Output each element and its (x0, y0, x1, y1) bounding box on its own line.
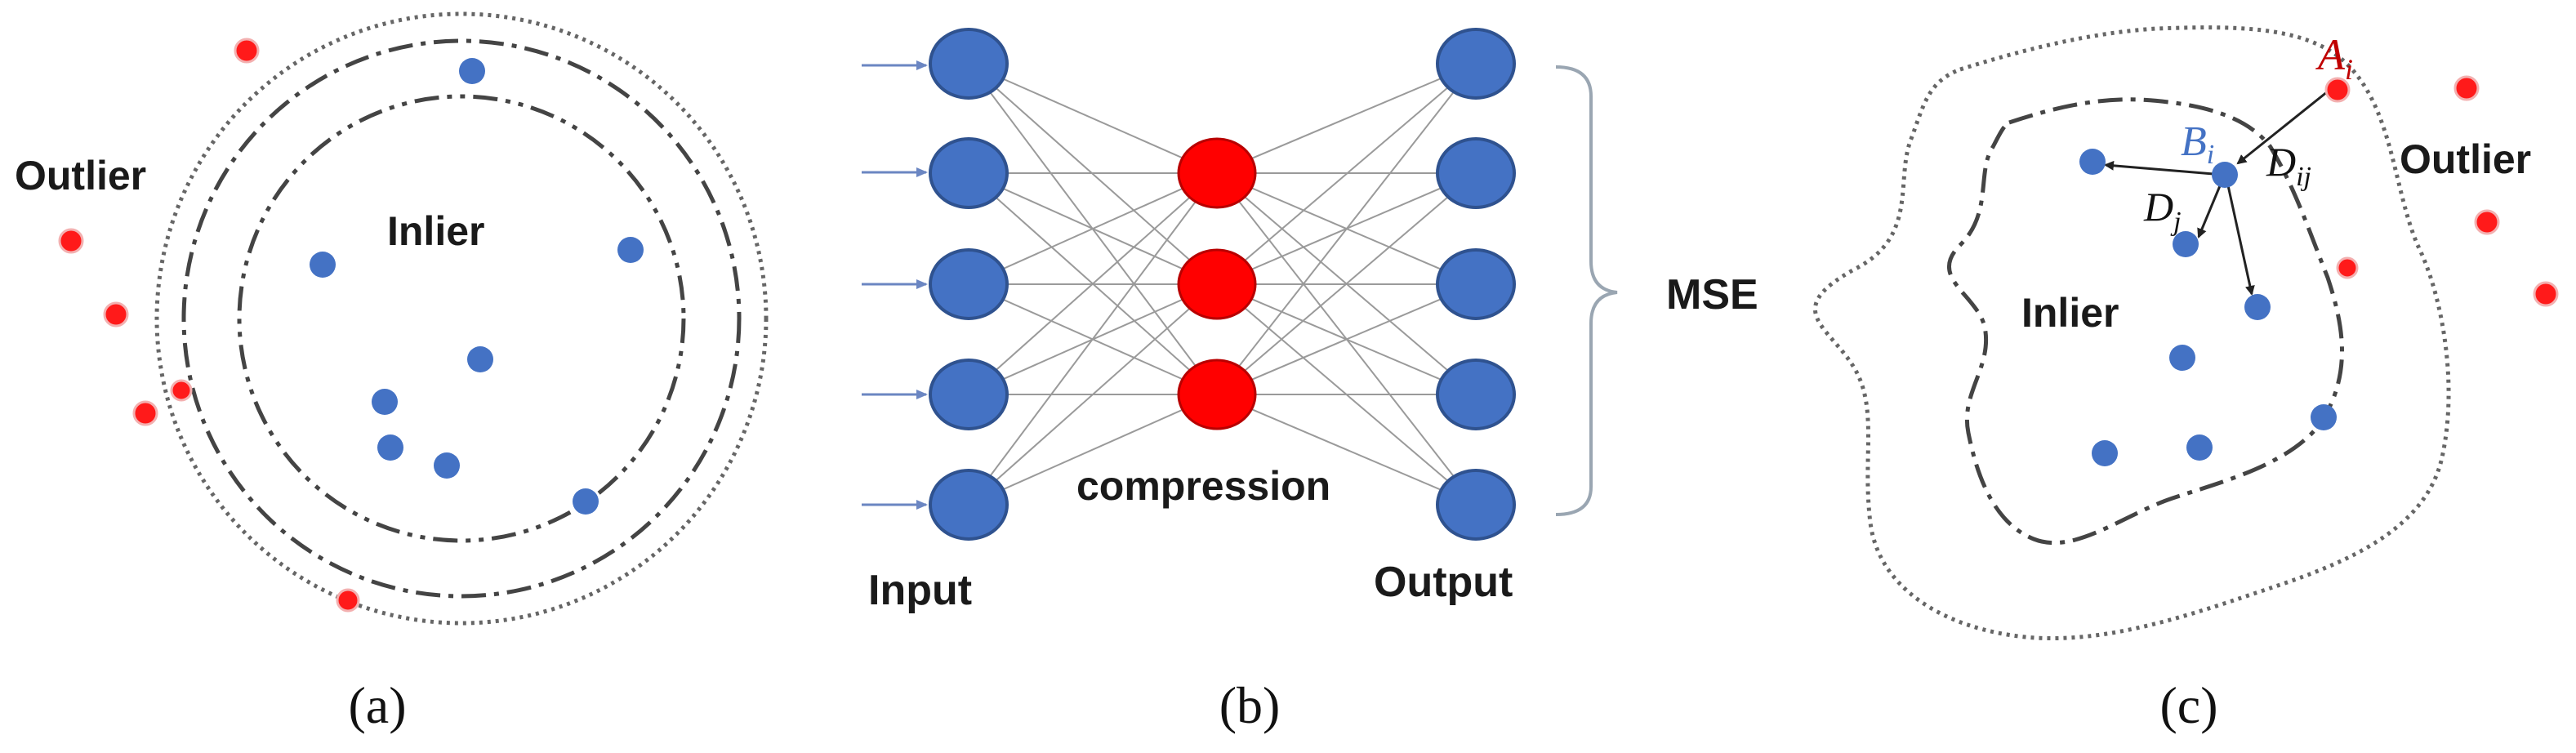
output-node (1436, 359, 1516, 430)
arrow-b-to-left (2104, 160, 2224, 176)
compression-node (1177, 359, 1257, 430)
mse-brace (1555, 65, 1618, 516)
panel-a: Outlier Inlier (a) (15, 11, 769, 734)
output-node (1436, 28, 1516, 100)
inner-boundary-blob (1946, 97, 2344, 546)
inlier-point (377, 434, 403, 461)
distance-ij-subscript: ij (2296, 162, 2311, 192)
output-node (1436, 248, 1516, 320)
network-edge (1216, 172, 1477, 395)
outlier-point (336, 588, 360, 613)
inlier-point (310, 252, 336, 278)
panel-c-caption: (c) (2159, 676, 2217, 734)
point-b-label: Bi (2181, 118, 2214, 170)
network-edge (1216, 283, 1477, 395)
distance-j-letter: D (2143, 184, 2173, 229)
network-edge (1216, 63, 1477, 395)
input-node (929, 137, 1009, 209)
output-layer (1436, 28, 1516, 541)
outer-boundary-ring (154, 11, 769, 626)
inlier-points (310, 58, 644, 515)
outer-boundary-blob (1812, 25, 2451, 641)
network-edge (968, 172, 1218, 395)
compression-label: compression (1076, 463, 1330, 509)
outlier-point (2533, 281, 2559, 307)
outlier-point (132, 400, 158, 426)
network-edge (1216, 394, 1477, 506)
point-b (2212, 162, 2238, 188)
outlier-points (2324, 75, 2559, 307)
inner-boundary-ring (237, 94, 686, 543)
outlier-point (103, 301, 129, 327)
inlier-point (2186, 434, 2213, 461)
network-edge (968, 63, 1218, 174)
outlier-label: Outlier (15, 153, 146, 198)
input-node (929, 359, 1009, 430)
compression-layer (1177, 137, 1257, 430)
panel-b-caption: (b) (1219, 676, 1281, 734)
network-edge (968, 172, 1218, 506)
input-label: Input (868, 567, 972, 614)
inlier-point (467, 346, 493, 372)
inlier-point (2079, 149, 2106, 175)
middle-boundary-ring (181, 38, 742, 599)
outlier-points (58, 38, 360, 613)
input-node (929, 28, 1009, 100)
inlier-point (372, 389, 398, 415)
mse-label: MSE (1666, 271, 1758, 319)
network-edge (968, 172, 1218, 285)
network-edge (1216, 63, 1477, 285)
distance-arrows (2104, 90, 2329, 296)
inlier-point (617, 237, 644, 263)
network-edges (968, 63, 1477, 506)
distance-ij-letter: D (2266, 139, 2296, 185)
compression-node (1177, 248, 1257, 320)
panel-a-caption: (a) (348, 676, 406, 734)
inlier-point (459, 58, 485, 84)
arrow-a-to-b (2236, 90, 2329, 165)
input-arrows (862, 60, 928, 510)
point-a (2324, 77, 2351, 103)
inlier-point (2244, 294, 2271, 320)
panel-b: compression Input Output MSE (b) (862, 28, 1758, 734)
compression-node (1177, 137, 1257, 209)
distance-ij-label: Dij (2266, 139, 2311, 192)
outlier-label: Outlier (2400, 136, 2531, 182)
arrow-b-to-right (2225, 177, 2255, 296)
inlier-point (2169, 345, 2195, 371)
network-edge (968, 283, 1218, 506)
panel-c: Ai Bi Dij Dj Outlier Inlier (c) (1812, 25, 2559, 734)
inlier-point (2092, 440, 2118, 466)
inlier-point (2173, 231, 2199, 257)
outlier-point (2336, 256, 2359, 279)
point-b-letter: B (2181, 118, 2207, 165)
arrow-b-to-dj (2197, 177, 2225, 238)
distance-j-label: Dj (2143, 184, 2182, 237)
output-node (1436, 137, 1516, 209)
distance-j-subscript: j (2170, 207, 2181, 237)
point-a-label: Ai (2315, 30, 2353, 86)
inlier-label: Inlier (2021, 290, 2119, 336)
outlier-point (2453, 75, 2480, 101)
point-a-subscript: i (2345, 53, 2353, 86)
input-node (929, 248, 1009, 320)
inlier-points (2079, 149, 2337, 466)
outlier-point (58, 228, 84, 254)
input-node (929, 469, 1009, 541)
point-a-letter: A (2315, 30, 2346, 79)
network-edge (1216, 63, 1477, 174)
output-label: Output (1374, 559, 1513, 606)
outlier-point (170, 379, 193, 402)
outlier-point (2474, 209, 2500, 235)
outlier-point (234, 38, 260, 64)
point-b-subscript: i (2207, 140, 2214, 170)
output-node (1436, 469, 1516, 541)
network-edge (968, 394, 1218, 506)
input-layer (929, 28, 1009, 541)
inlier-point (2311, 404, 2337, 430)
inlier-point (573, 488, 599, 515)
inlier-label: Inlier (387, 208, 484, 254)
inlier-point (434, 452, 460, 479)
